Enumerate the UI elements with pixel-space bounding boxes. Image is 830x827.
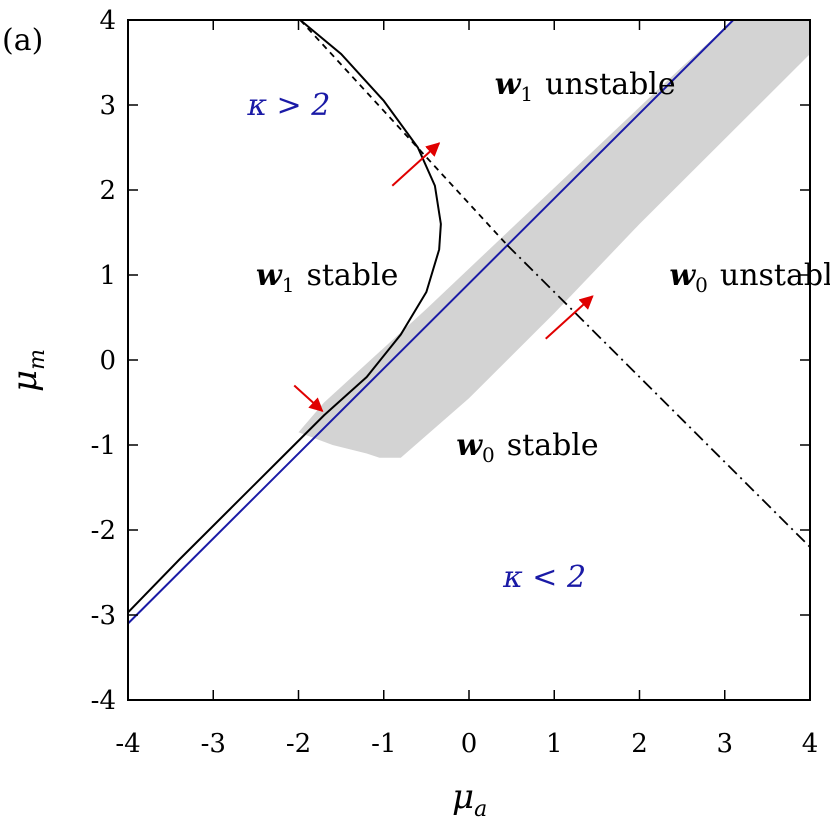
x-tick-label: 2 bbox=[631, 729, 648, 759]
x-tick-label: -2 bbox=[286, 729, 311, 759]
x-tick-label: 0 bbox=[461, 729, 478, 759]
red-arrow-3 bbox=[293, 384, 324, 412]
region-annotation-1: κ > 2 bbox=[246, 88, 330, 123]
y-tick-label: 3 bbox=[99, 91, 116, 121]
region-annotation-6: κ < 2 bbox=[502, 560, 586, 595]
arrow-layer bbox=[293, 142, 594, 412]
x-axis-label: μa bbox=[452, 777, 487, 822]
x-axis-label-main: μ bbox=[452, 777, 474, 817]
y-tick-label: -3 bbox=[91, 601, 116, 631]
y-tick-label: 4 bbox=[99, 6, 116, 36]
x-tick-label: 3 bbox=[716, 729, 733, 759]
series-line-dashed-black bbox=[299, 19, 509, 246]
red-arrow-1 bbox=[391, 142, 441, 187]
y-axis-label-main: μ bbox=[5, 370, 45, 392]
x-axis-label-sub: a bbox=[474, 797, 487, 822]
region-annotation-4: w0unstable bbox=[669, 258, 830, 297]
shaded-band bbox=[298, 20, 810, 458]
x-tick-label: -3 bbox=[201, 729, 226, 759]
x-tick-label: -1 bbox=[371, 729, 396, 759]
y-tick-label: -2 bbox=[91, 516, 116, 546]
red-arrow-2 bbox=[545, 295, 594, 340]
tick-layer: -4 -3 -2 -1 0 1 2 3 4 -4 -3 -2 -1 0 1 2 3 4 bbox=[91, 6, 819, 759]
x-tick-label: -4 bbox=[115, 729, 140, 759]
x-tick-label: 4 bbox=[802, 729, 819, 759]
y-tick-label: 2 bbox=[99, 176, 116, 206]
x-tick-label: 1 bbox=[546, 729, 563, 759]
y-tick-label: 0 bbox=[99, 346, 116, 376]
shaded-band-layer bbox=[298, 20, 810, 458]
y-axis-label-sub: m bbox=[25, 349, 50, 370]
panel-label: (a) bbox=[2, 23, 43, 58]
y-tick-label: -4 bbox=[91, 686, 116, 716]
series-line-solid-black bbox=[127, 19, 442, 614]
series-line-solid-blue bbox=[127, 19, 734, 625]
y-tick-label: 1 bbox=[99, 261, 116, 291]
y-tick-label: -1 bbox=[91, 431, 116, 461]
series-layer bbox=[127, 19, 811, 625]
y-axis-label: μm bbox=[5, 349, 50, 392]
